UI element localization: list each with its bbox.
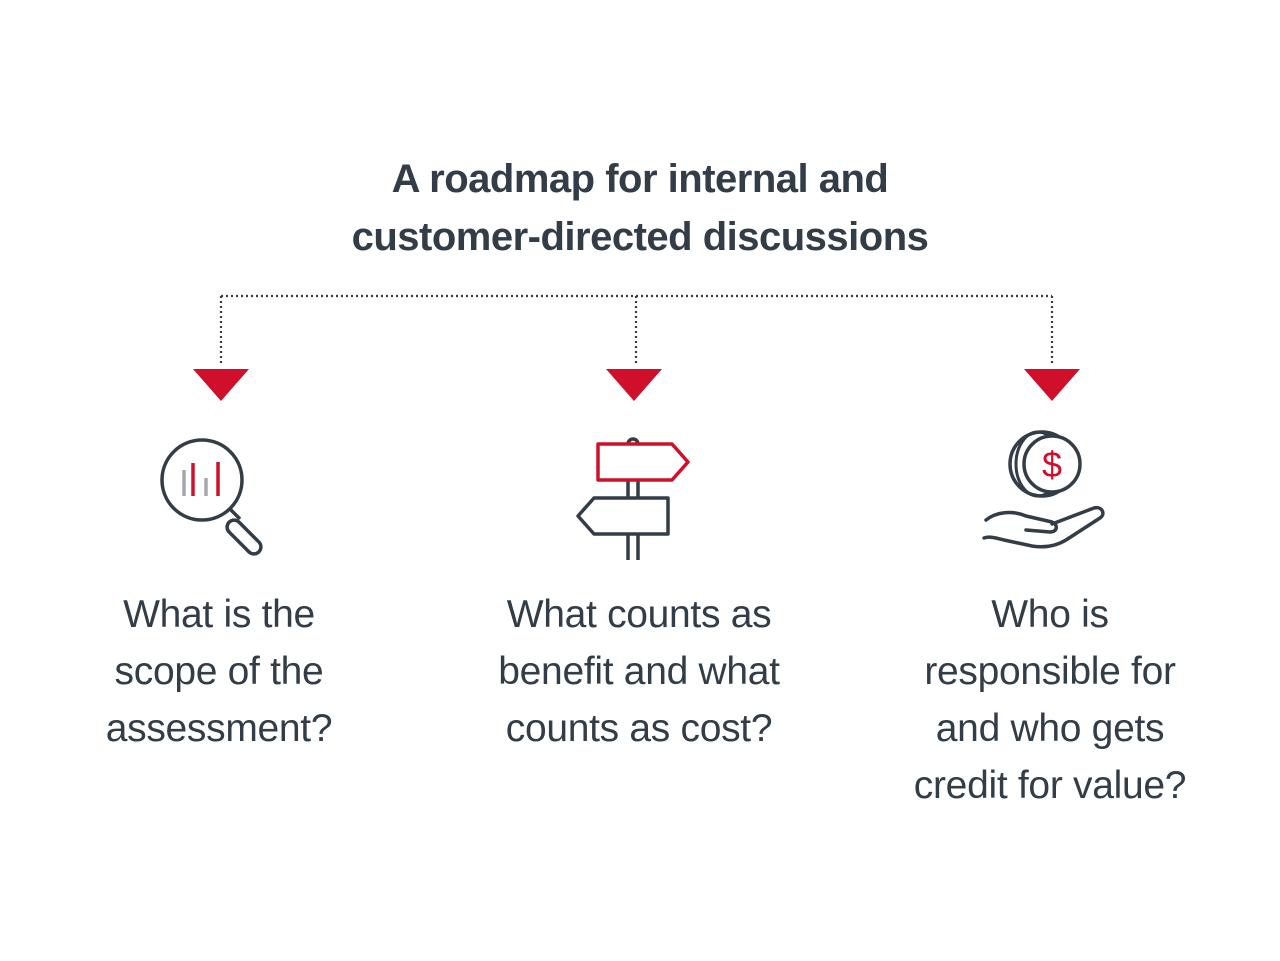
question-line: counts as cost? — [505, 707, 773, 750]
arrow-down-icon-right — [1024, 369, 1080, 401]
question-line: benefit and what — [498, 650, 780, 693]
question-line: What counts as — [506, 593, 772, 636]
question-line: scope of the — [114, 650, 324, 693]
question-responsibility: Who is responsible for and who gets cred… — [885, 586, 1215, 814]
magnifying-glass-chart-icon — [160, 438, 263, 556]
question-scope: What is the scope of the assessment? — [54, 586, 384, 757]
signpost-icon — [576, 437, 690, 560]
question-line: credit for value? — [913, 764, 1187, 807]
question-line: and who gets — [935, 707, 1165, 750]
question-benefit-cost: What counts as benefit and what counts a… — [474, 586, 804, 757]
hand-coin-dollar-icon: $ — [982, 430, 1105, 549]
title-line-1: A roadmap for internal and — [391, 157, 889, 201]
arrow-down-icon-center — [606, 369, 662, 401]
svg-text:$: $ — [1042, 444, 1062, 485]
diagram-title: A roadmap for internal and customer-dire… — [290, 150, 990, 266]
question-line: responsible for — [924, 650, 1176, 693]
question-line: assessment? — [105, 707, 333, 750]
question-line: What is the — [123, 593, 315, 636]
title-line-2: customer-directed discussions — [351, 215, 929, 259]
arrow-down-icon-left — [193, 369, 249, 401]
question-line: Who is — [991, 593, 1109, 636]
